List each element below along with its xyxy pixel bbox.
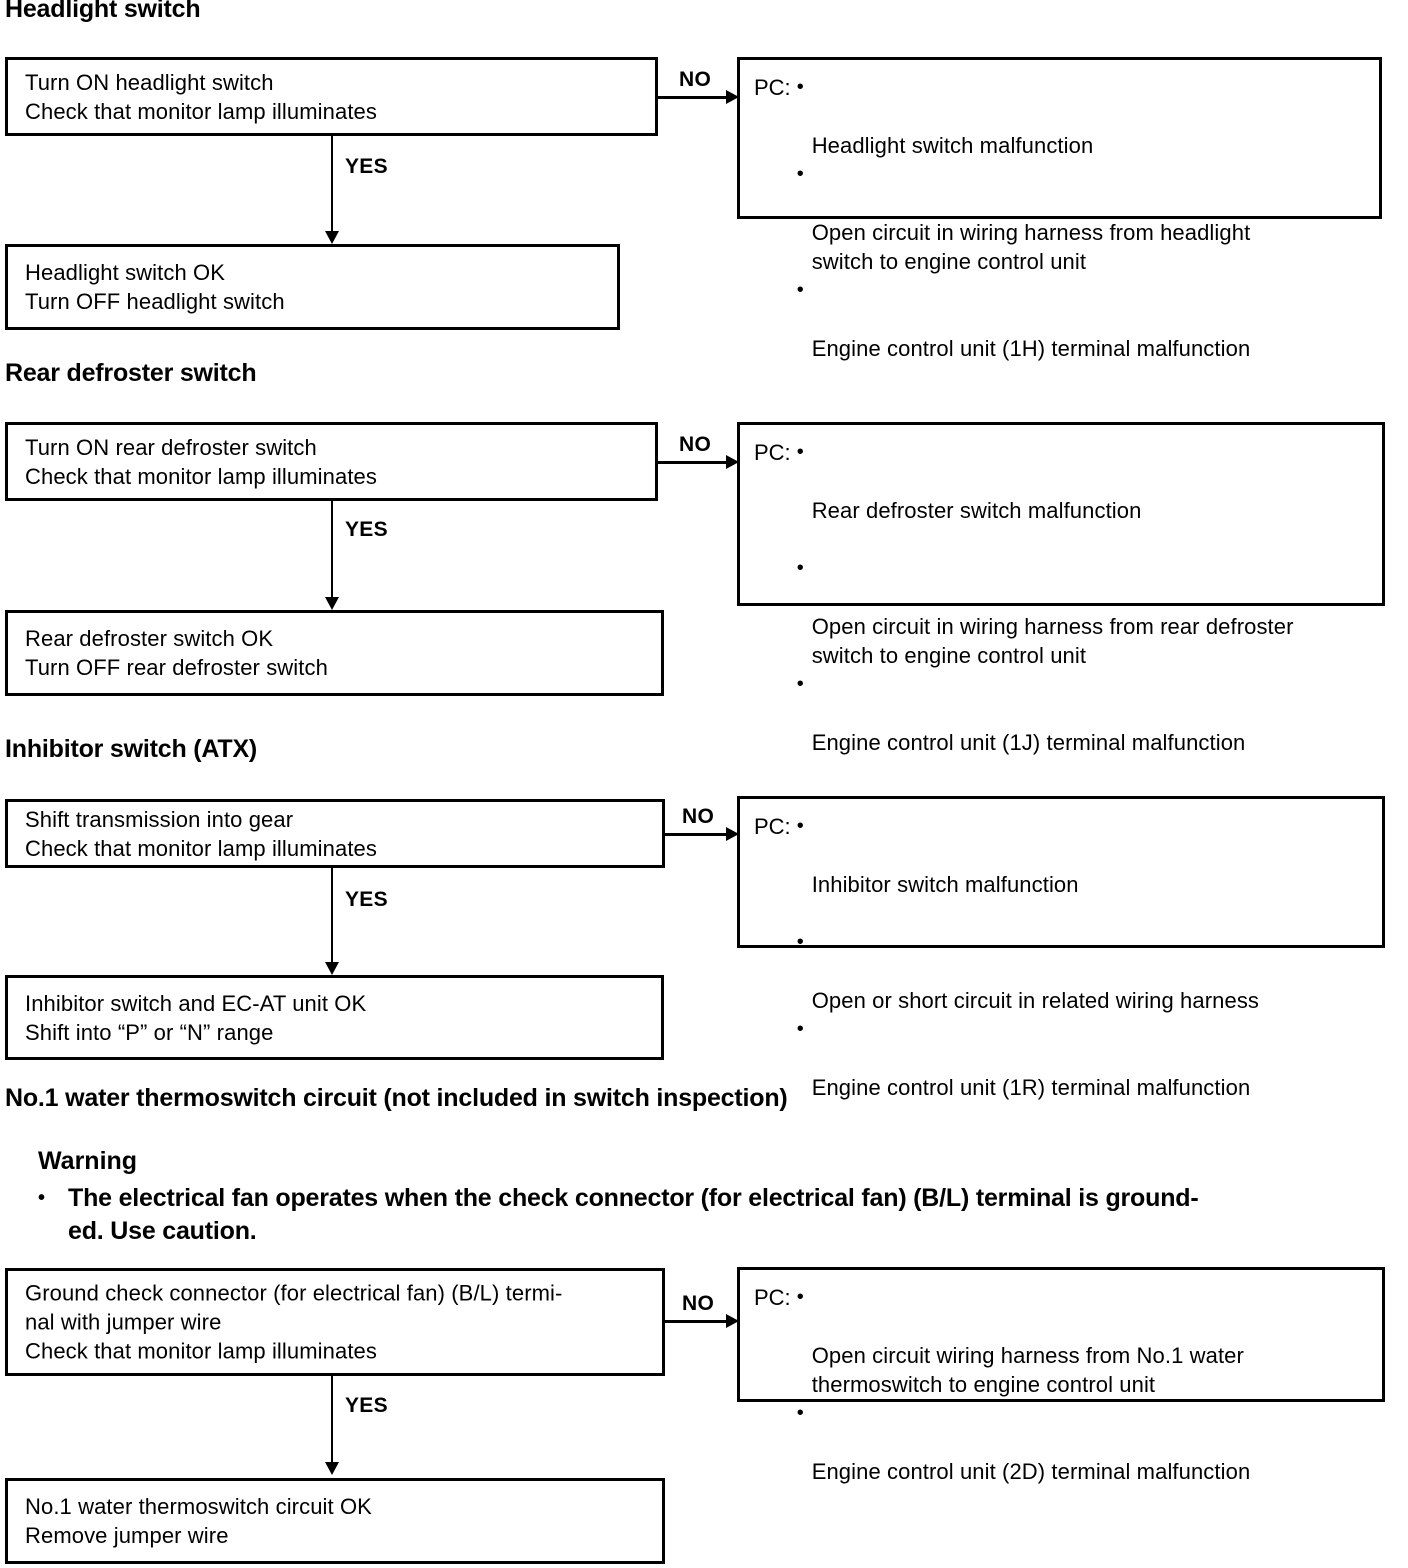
- ok-box-text: Inhibitor switch and EC-AT unit OK Shift…: [25, 990, 367, 1045]
- pc-item: • Open circuit in wiring harness from re…: [797, 554, 1376, 670]
- yes-connector-line-2: [331, 501, 333, 606]
- no-arrow-head-3: [726, 827, 739, 841]
- pc-item-list-1: • Headlight switch malfunction • Open ci…: [797, 73, 1373, 363]
- bullet-icon: •: [796, 931, 804, 953]
- no-arrow-head-4: [726, 1314, 739, 1328]
- yes-arrow-head-4: [325, 1462, 339, 1475]
- yes-arrow-head-3: [325, 962, 339, 975]
- ok-box-headlight-switch: Headlight switch OK Turn OFF headlight s…: [5, 244, 620, 330]
- check-box-water-thermoswitch: Ground check connector (for electrical f…: [5, 1268, 665, 1376]
- ok-box-water-thermoswitch: No.1 water thermoswitch circuit OK Remov…: [5, 1478, 665, 1564]
- pc-item-text: Rear defroster switch malfunction: [811, 498, 1142, 523]
- bullet-icon: •: [796, 163, 804, 185]
- pc-item-text: Headlight switch malfunction: [811, 133, 1094, 158]
- edge-label-yes-1: YES: [345, 155, 388, 178]
- pc-box-rear-defroster-switch: PC: • Rear defroster switch malfunction …: [737, 422, 1385, 755]
- section-heading-inhibitor-switch: Inhibitor switch (ATX): [5, 735, 258, 763]
- yes-arrow-head-2: [325, 597, 339, 610]
- edge-label-no-3: NO: [682, 805, 715, 828]
- bullet-icon: •: [796, 673, 804, 695]
- pc-item-text: Open or short circuit in related wiring …: [811, 988, 1260, 1013]
- no-connector-line-3: [665, 833, 728, 836]
- yes-connector-line-1: [331, 136, 333, 240]
- ok-box-inhibitor-switch: Inhibitor switch and EC-AT unit OK Shift…: [5, 975, 664, 1060]
- pc-label-1: PC:: [754, 75, 791, 100]
- bullet-icon: •: [796, 279, 804, 301]
- check-box-text: Turn ON headlight switch Check that moni…: [25, 69, 377, 124]
- pc-item: • Inhibitor switch malfunction: [797, 812, 1376, 899]
- pc-item: • Headlight switch malfunction: [797, 73, 1373, 160]
- section-heading-rear-defroster-switch: Rear defroster switch: [5, 359, 257, 387]
- no-arrow-head-1: [726, 90, 739, 104]
- section-heading-headlight-switch: Headlight switch: [5, 0, 201, 23]
- pc-item-text: Engine control unit (1R) terminal malfun…: [811, 1075, 1251, 1100]
- pc-label-4: PC:: [754, 1285, 791, 1310]
- pc-box-headlight-switch: PC: • Headlight switch malfunction • Ope…: [737, 57, 1382, 361]
- pc-item: • Engine control unit (1H) terminal malf…: [797, 276, 1373, 363]
- pc-label-3: PC:: [754, 814, 791, 839]
- edge-label-yes-3: YES: [345, 888, 388, 911]
- no-connector-line-4: [665, 1320, 728, 1323]
- bullet-icon: •: [796, 1018, 804, 1040]
- warning-text: The electrical fan operates when the che…: [68, 1184, 1199, 1245]
- pc-item-list-2: • Rear defroster switch malfunction • Op…: [797, 438, 1376, 757]
- bullet-icon: •: [796, 815, 804, 837]
- bullet-icon: •: [38, 1187, 45, 1209]
- yes-connector-line-4: [331, 1376, 333, 1466]
- ok-box-text: Rear defroster switch OK Turn OFF rear d…: [25, 626, 328, 680]
- ok-box-rear-defroster-switch: Rear defroster switch OK Turn OFF rear d…: [5, 610, 664, 696]
- no-connector-line-1: [658, 96, 728, 99]
- bullet-icon: •: [796, 557, 804, 579]
- section-heading-water-thermoswitch-circuit: No.1 water thermoswitch circuit (not inc…: [5, 1084, 788, 1112]
- no-connector-line-2: [658, 461, 728, 464]
- check-box-text: Turn ON rear defroster switch Check that…: [25, 434, 377, 489]
- edge-label-no-2: NO: [679, 433, 712, 456]
- edge-label-yes-2: YES: [345, 518, 388, 541]
- pc-label-2: PC:: [754, 440, 791, 465]
- bullet-icon: •: [796, 76, 804, 98]
- edge-label-no-4: NO: [682, 1292, 715, 1315]
- bullet-icon: •: [796, 1286, 804, 1308]
- bullet-icon: •: [796, 1402, 804, 1424]
- pc-item: • Open or short circuit in related wirin…: [797, 928, 1376, 1015]
- pc-item-text: Open circuit in wiring harness from rear…: [811, 614, 1294, 668]
- pc-item-text: Engine control unit (1H) terminal malfun…: [811, 336, 1251, 361]
- pc-box-water-thermoswitch: PC: • Open circuit wiring harness from N…: [737, 1267, 1385, 1484]
- warning-title: Warning: [38, 1147, 138, 1175]
- pc-item-list-3: • Inhibitor switch malfunction • Open or…: [797, 812, 1376, 1102]
- pc-item-text: Open circuit in wiring harness from head…: [811, 220, 1251, 274]
- bullet-icon: •: [796, 441, 804, 463]
- pc-item-text: Inhibitor switch malfunction: [811, 872, 1079, 897]
- pc-item: • Engine control unit (1R) terminal malf…: [797, 1015, 1376, 1102]
- pc-item-text: Engine control unit (2D) terminal malfun…: [811, 1459, 1251, 1484]
- no-arrow-head-2: [726, 455, 739, 469]
- edge-label-yes-4: YES: [345, 1394, 388, 1417]
- pc-item: • Open circuit in wiring harness from he…: [797, 160, 1373, 276]
- yes-arrow-head-1: [325, 231, 339, 244]
- check-box-inhibitor-switch: Shift transmission into gear Check that …: [5, 799, 665, 868]
- ok-box-text: No.1 water thermoswitch circuit OK Remov…: [25, 1494, 372, 1548]
- pc-item-text: Open circuit wiring harness from No.1 wa…: [811, 1343, 1244, 1397]
- warning-text-block: • The electrical fan operates when the c…: [38, 1182, 1398, 1248]
- check-box-headlight-switch: Turn ON headlight switch Check that moni…: [5, 57, 658, 136]
- check-box-rear-defroster-switch: Turn ON rear defroster switch Check that…: [5, 422, 658, 501]
- pc-item: • Engine control unit (1J) terminal malf…: [797, 670, 1376, 757]
- pc-item-text: Engine control unit (1J) terminal malfun…: [811, 730, 1246, 755]
- check-box-text: Ground check connector (for electrical f…: [25, 1280, 563, 1364]
- yes-connector-line-3: [331, 866, 333, 971]
- ok-box-text: Headlight switch OK Turn OFF headlight s…: [25, 260, 285, 314]
- pc-item: • Open circuit wiring harness from No.1 …: [797, 1283, 1376, 1399]
- pc-item-list-4: • Open circuit wiring harness from No.1 …: [797, 1283, 1376, 1486]
- pc-box-inhibitor-switch: PC: • Inhibitor switch malfunction • Ope…: [737, 796, 1385, 1100]
- pc-item: • Rear defroster switch malfunction: [797, 438, 1376, 525]
- edge-label-no-1: NO: [679, 68, 712, 91]
- check-box-text: Shift transmission into gear Check that …: [25, 806, 377, 861]
- pc-item: • Engine control unit (2D) terminal malf…: [797, 1399, 1376, 1486]
